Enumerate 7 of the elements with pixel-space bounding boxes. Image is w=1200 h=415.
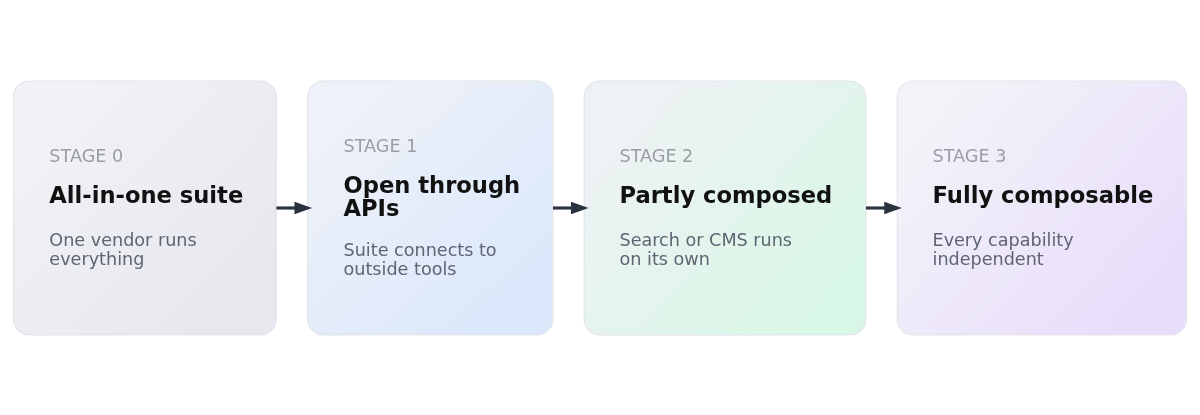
- node-box: STAGE 0 All-in-one suite One vendor runs everything: [12, 79, 277, 336]
- node-box: STAGE 1 Open through APIs Suite connects to outside tools: [307, 79, 554, 336]
- arrow: [276, 201, 313, 214]
- node-box: STAGE 2 Partly composed Search or CMS runs on its own: [583, 79, 867, 336]
- arrow: [866, 201, 902, 214]
- arrow: [552, 201, 589, 214]
- node-box: STAGE 3 Fully composable Every capability independent: [896, 79, 1188, 336]
